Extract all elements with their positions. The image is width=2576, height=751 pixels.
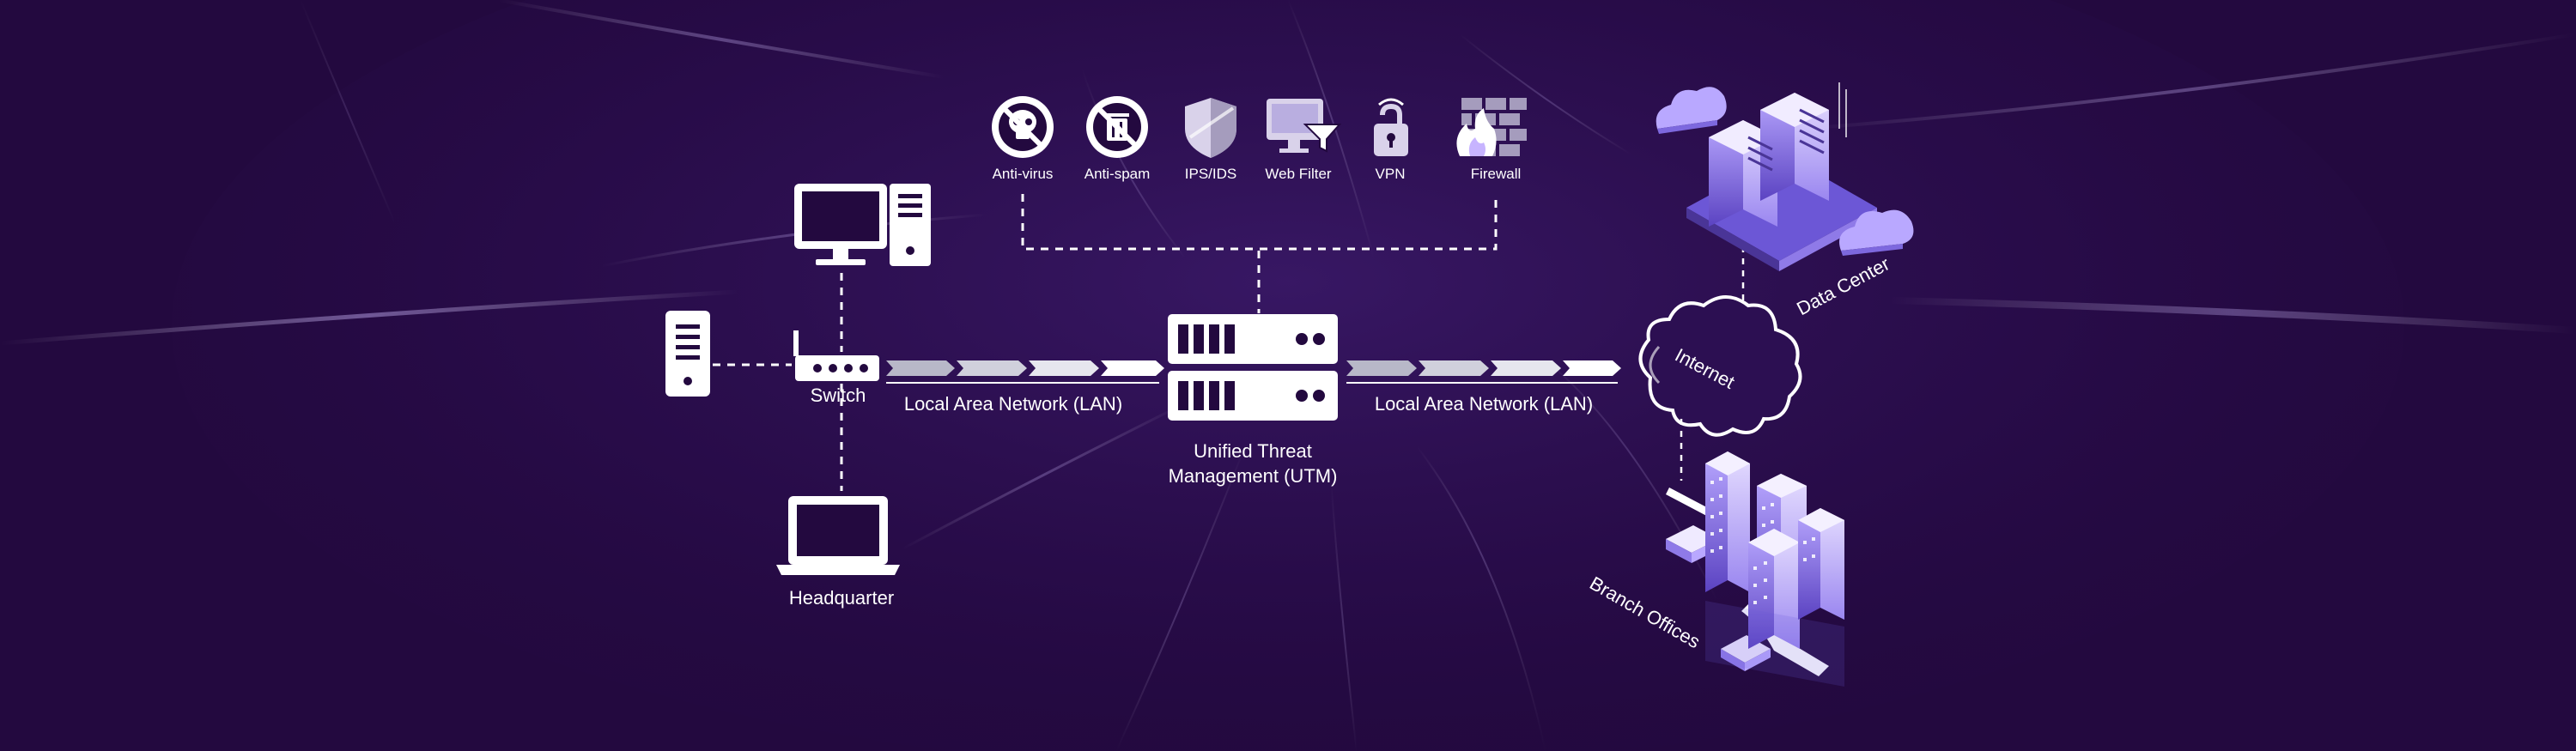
headquarter-connectors	[713, 273, 843, 491]
server-tower-icon	[665, 311, 710, 397]
firewall-service: Firewall	[1456, 98, 1527, 182]
vpn-service: VPN	[1374, 98, 1408, 182]
data-center-icon	[1656, 82, 1914, 271]
branch-offices-icon	[1666, 451, 1844, 687]
anti-spam-service: Anti-spam	[1084, 96, 1151, 182]
headquarter-label: Headquarter	[789, 587, 894, 609]
switch-icon	[793, 330, 879, 381]
security-services: Anti-virus Anti-spam IPS/IDS	[992, 96, 1527, 182]
utm-label-line2: Management (UTM)	[1169, 465, 1338, 487]
no-trash-icon	[1086, 96, 1148, 158]
utm-appliance-icon	[1168, 314, 1338, 421]
utm-label-line1: Unified Threat	[1194, 440, 1312, 462]
anti-spam-label: Anti-spam	[1084, 166, 1151, 182]
monitor-filter-icon	[1267, 99, 1342, 153]
laptop-icon	[776, 496, 900, 575]
services-connector	[1021, 194, 1498, 313]
lan-left-label: Local Area Network (LAN)	[904, 393, 1122, 415]
ips-ids-label: IPS/IDS	[1185, 166, 1236, 182]
web-filter-service: Web Filter	[1265, 99, 1342, 182]
lan-right-arrows	[1346, 360, 1621, 384]
padlock-wifi-icon	[1374, 98, 1408, 156]
lan-left-arrows	[886, 360, 1164, 384]
cloud-icon	[1656, 87, 1727, 134]
anti-virus-service: Anti-virus	[992, 96, 1054, 182]
firewall-label: Firewall	[1471, 166, 1522, 182]
internet-connectors	[1680, 249, 1745, 481]
shield-icon	[1185, 98, 1236, 158]
cloud-icon	[1839, 209, 1914, 256]
web-filter-label: Web Filter	[1265, 166, 1331, 182]
ips-ids-service: IPS/IDS	[1185, 98, 1236, 182]
brick-wall-flame-icon	[1456, 98, 1527, 156]
no-skull-icon	[992, 96, 1054, 158]
desktop-computer-icon	[794, 184, 931, 266]
vpn-label: VPN	[1376, 166, 1406, 182]
anti-virus-label: Anti-virus	[993, 166, 1054, 182]
lan-right-label: Local Area Network (LAN)	[1375, 393, 1593, 415]
internet-cloud-icon	[1638, 295, 1802, 437]
headquarter-group: Switch Headquarter	[665, 184, 931, 609]
switch-label: Switch	[811, 385, 866, 406]
